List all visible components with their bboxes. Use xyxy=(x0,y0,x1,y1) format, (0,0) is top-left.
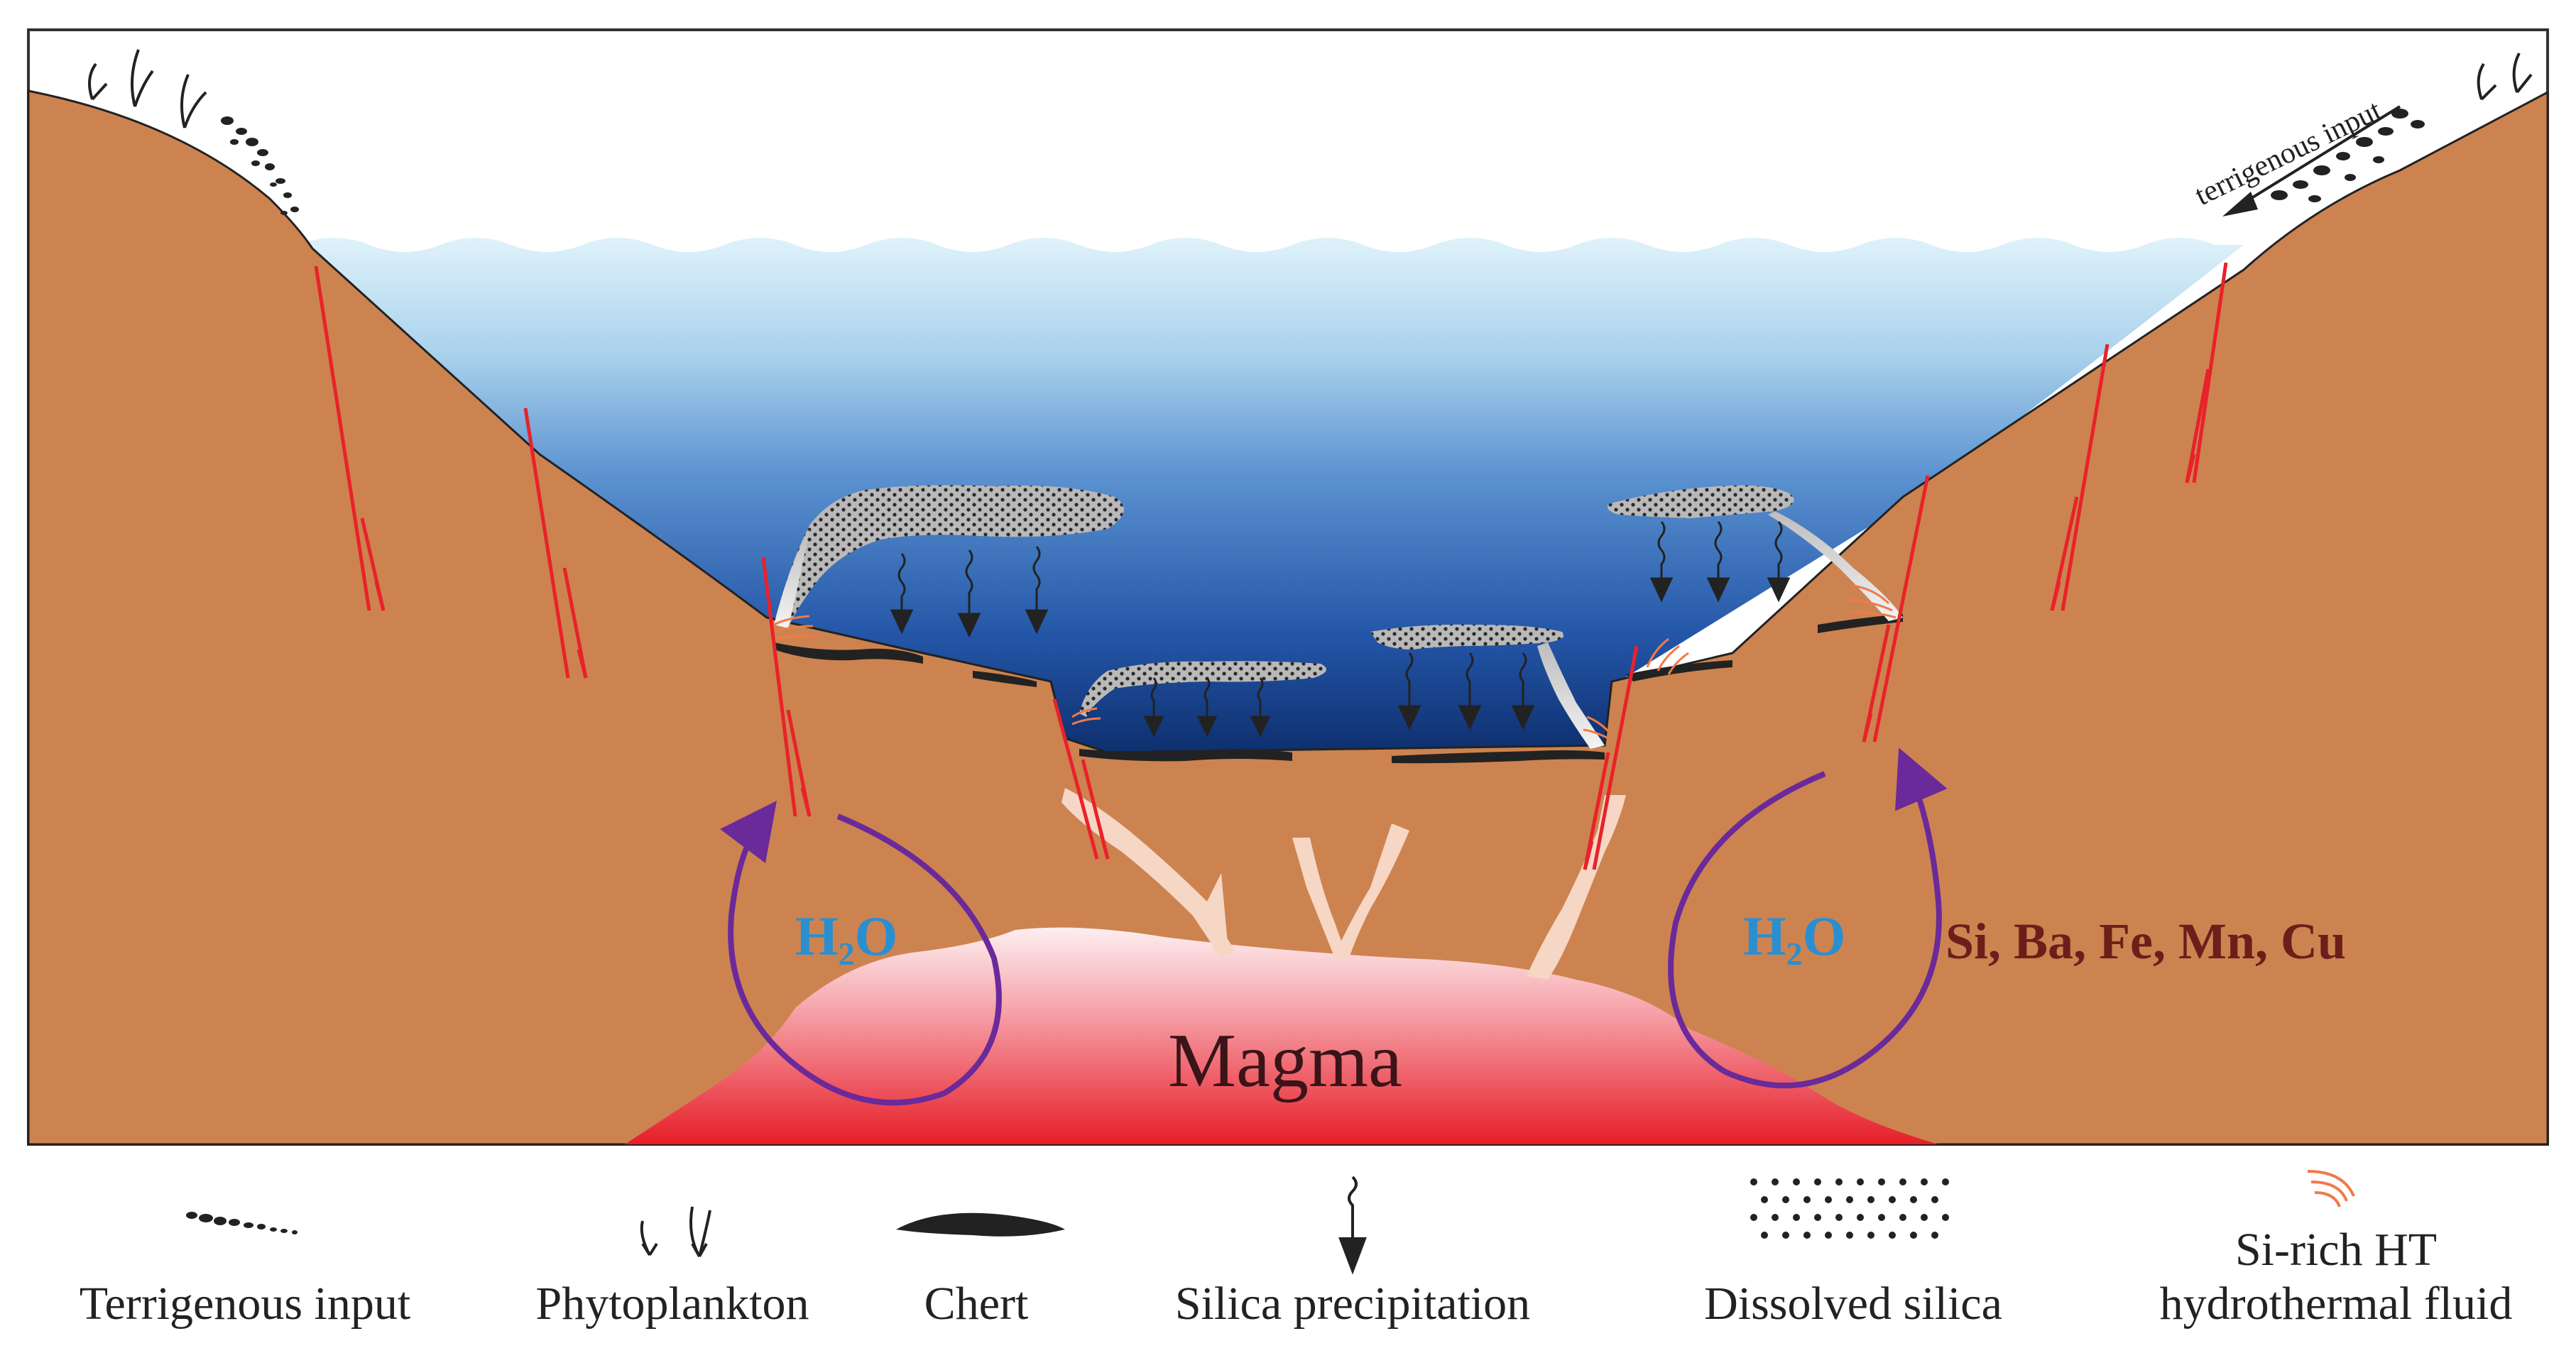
silica-plumes xyxy=(774,485,1903,749)
hydrothermal-fluid-icon xyxy=(2307,1170,2355,1207)
chert-layers xyxy=(774,614,1903,764)
vent-marks xyxy=(773,584,1896,740)
legend-label-chert: Chert xyxy=(924,1278,1029,1330)
terrigenous-sediment-right xyxy=(2271,109,2425,202)
silica-precipitation-arrows xyxy=(890,521,1791,738)
phytoplankton-icon xyxy=(640,1206,711,1257)
dissolved-silica-icon xyxy=(1750,1178,1949,1239)
silica-precipitation-icon xyxy=(1338,1176,1367,1275)
phytoplankton-plants xyxy=(88,49,2533,128)
legend-label-hydrothermal-line2: hydrothermal fluid xyxy=(2160,1278,2513,1330)
terrigenous-input-arrowhead xyxy=(2222,192,2258,217)
legend-label-hydrothermal-line1: Si-rich HT xyxy=(2235,1224,2437,1276)
water-circulation xyxy=(720,747,1948,1106)
legend-label-silica-precipitation: Silica precipitation xyxy=(1175,1278,1530,1330)
normal-faults xyxy=(314,262,2228,870)
legend-item-phytoplankton: Phytoplankton xyxy=(535,1206,809,1330)
legend-label-phytoplankton: Phytoplankton xyxy=(535,1278,809,1330)
left-crust xyxy=(27,89,2549,1146)
right-water-label: H2O xyxy=(1743,905,1845,972)
terrigenous-sediment-left xyxy=(221,116,299,215)
legend-item-chert: Chert xyxy=(896,1212,1065,1330)
legend-item-dissolved-silica: Dissolved silica xyxy=(1704,1178,2002,1330)
left-water-label: H2O xyxy=(795,905,897,972)
elements-label: Si, Ba, Fe, Mn, Cu xyxy=(1945,913,2346,970)
magma-label: Magma xyxy=(1168,1019,1402,1103)
chert-icon xyxy=(896,1212,1065,1237)
legend-label-terrigenous: Terrigenous input xyxy=(80,1278,410,1330)
legend-item-hydrothermal: Si-rich HT hydrothermal fluid xyxy=(2160,1170,2513,1330)
terrigenous-icon xyxy=(186,1212,298,1234)
legend-item-silica-precipitation: Silica precipitation xyxy=(1175,1176,1530,1330)
legend-item-terrigenous: Terrigenous input xyxy=(80,1212,410,1330)
legend-label-dissolved-silica: Dissolved silica xyxy=(1704,1278,2002,1330)
terrigenous-input-arrow xyxy=(2235,105,2401,209)
legend: Terrigenous input Phytoplankton Chert Si… xyxy=(80,1170,2513,1330)
